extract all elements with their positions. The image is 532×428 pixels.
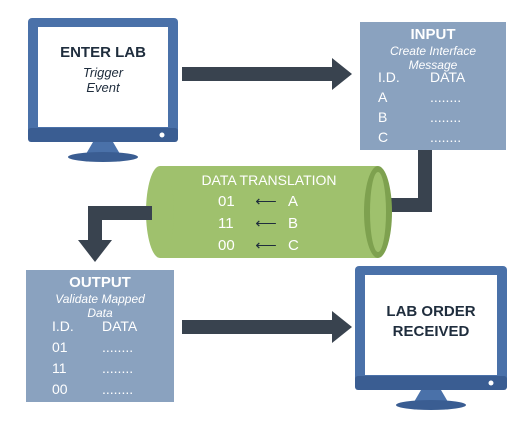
input-row-id: C [378, 129, 389, 145]
left-arrow-icon: ⟵ [255, 237, 277, 254]
input-col-data: DATA [430, 69, 466, 85]
arrow-to-lab-order [182, 311, 352, 343]
left-arrow-icon: ⟵ [255, 215, 277, 232]
input-row-data: ........ [430, 129, 462, 145]
translation-from: 01 [218, 192, 235, 210]
output-row-id: 11 [52, 360, 67, 376]
arrow-to-input [182, 58, 352, 90]
output-subtitle-2: Data [87, 306, 113, 320]
output-row-data: ........ [102, 381, 134, 397]
translation-to: A [288, 192, 299, 210]
translation-title: DATA TRANSLATION [201, 172, 337, 188]
input-table-header: I.D. DATA [378, 69, 502, 89]
input-subtitle-2: Message [408, 58, 458, 72]
enter-lab-subtitle-1: Trigger [82, 65, 124, 80]
output-header: OUTPUT Validate Mapped Data [26, 274, 174, 320]
output-table-header: I.D. DATA [52, 318, 170, 339]
output-row-data: ........ [102, 339, 134, 355]
translation-table: 01 ⟵ A 11 ⟵ B 00 ⟵ C [218, 190, 328, 256]
translation-row: 00 ⟵ C [218, 234, 328, 256]
enter-lab-subtitle-2: Event [86, 80, 120, 95]
output-row: 01 ........ [52, 339, 170, 360]
output-row-id: 01 [52, 339, 68, 355]
translation-cylinder [146, 166, 392, 258]
translation-to: C [288, 236, 299, 254]
output-title: OUTPUT [69, 274, 131, 291]
output-col-data: DATA [102, 318, 138, 334]
input-row: C ........ [378, 129, 502, 149]
lab-order-line-1: LAB ORDER [386, 303, 476, 320]
input-col-id: I.D. [378, 69, 400, 85]
input-box [360, 22, 506, 150]
translation-to: B [288, 214, 299, 232]
arrow-translation-to-output [78, 206, 152, 262]
input-row-id: B [378, 109, 388, 125]
output-row-id: 00 [52, 381, 68, 397]
input-row-id: A [378, 89, 388, 105]
lab-order-text: LAB ORDER RECEIVED [365, 302, 497, 342]
enter-lab-title: ENTER LAB [60, 44, 146, 61]
translation-row: 11 ⟵ B [218, 212, 328, 234]
translation-from: 11 [218, 214, 234, 232]
input-title: INPUT [410, 26, 456, 43]
output-table: I.D. DATA 01 ........ 11 ........ 00 ...… [52, 318, 170, 402]
enter-lab-monitor [28, 18, 178, 162]
lab-order-line-2: RECEIVED [392, 323, 470, 340]
left-arrow-icon: ⟵ [255, 193, 277, 210]
output-row: 11 ........ [52, 360, 170, 381]
input-row-data: ........ [430, 109, 462, 125]
output-subtitle-1: Validate Mapped [55, 292, 145, 306]
lab-order-monitor [355, 266, 507, 410]
output-box [26, 270, 174, 402]
input-subtitle-1: Create Interface [389, 44, 477, 58]
input-table: I.D. DATA A ........ B ........ C ......… [378, 69, 502, 149]
input-header: INPUT Create Interface Message [360, 26, 506, 72]
input-row: B ........ [378, 109, 502, 129]
translation-row: 01 ⟵ A [218, 190, 328, 212]
output-row: 00 ........ [52, 381, 170, 402]
translation-from: 00 [218, 236, 235, 254]
enter-lab-text: ENTER LAB Trigger Event [38, 44, 168, 95]
input-row: A ........ [378, 89, 502, 109]
output-row-data: ........ [102, 360, 134, 376]
output-col-id: I.D. [52, 318, 74, 334]
input-row-data: ........ [430, 89, 462, 105]
